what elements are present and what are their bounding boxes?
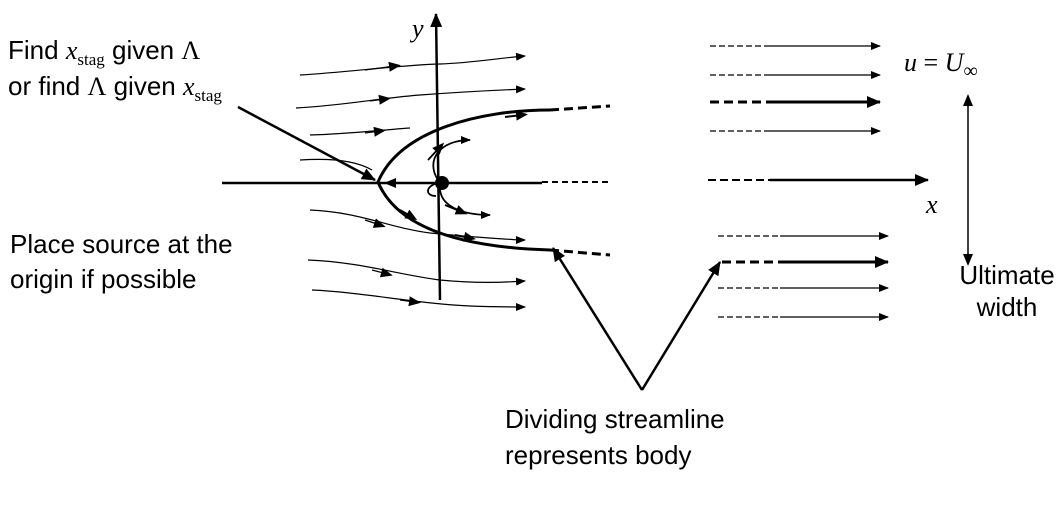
- streamline-upper-3: [309, 127, 411, 136]
- find-text: Find: [8, 35, 59, 65]
- source-point: [435, 176, 449, 190]
- dividing-streamline-upper-dash: [549, 104, 611, 112]
- streamline-upper-4: [299, 158, 373, 171]
- lambda-symbol: Λ: [181, 36, 201, 65]
- stagnation-pointer: [237, 105, 376, 182]
- dividing-streamline-line1: Dividing streamline: [505, 404, 725, 434]
- dividing-lower-arrow-2: [454, 231, 476, 242]
- given-text: given: [111, 35, 175, 65]
- infinity-subscript: ∞: [963, 60, 978, 82]
- stag-subscript-2: stag: [194, 86, 222, 105]
- freestream-equation: u = U∞: [904, 48, 978, 83]
- dividing-streamline-lower-dash: [549, 248, 611, 257]
- streamline-upper-2: [295, 85, 526, 109]
- ultimate-width-line1: Ultimate: [959, 260, 1055, 290]
- lambda-symbol-2: Λ: [87, 72, 107, 101]
- streamline-lower-2: [307, 259, 526, 286]
- dividing-lower-arrow: [399, 209, 418, 221]
- equals-sign: =: [923, 48, 939, 77]
- place-source-line1: Place source at the: [10, 229, 233, 259]
- dividing-streamline: [376, 108, 551, 252]
- x-symbol: x: [65, 36, 78, 65]
- dividing-upper-arrow: [504, 110, 528, 121]
- inner-streamline-upper-arrow: [427, 142, 445, 161]
- streamline-lower-1: [309, 209, 526, 244]
- or-find-text: or find: [8, 71, 81, 101]
- U-symbol: U: [944, 48, 964, 77]
- streamline-lower-1-arrow: [364, 218, 386, 228]
- inner-streamline-lower: [439, 187, 491, 219]
- y-axis: [430, 13, 443, 301]
- dividing-streamline-line2: represents body: [505, 440, 692, 470]
- given-text-2: given: [113, 71, 176, 101]
- streamline-lower-3: [311, 289, 526, 311]
- streamline-upper-2-arrow: [369, 94, 391, 105]
- find-lambda-label-line2: or find Λ given xstag: [8, 69, 222, 113]
- streamline-lower-3-arrow: [399, 296, 421, 307]
- dividing-pointer-right: [640, 261, 722, 391]
- place-source-line2: origin if possible: [10, 264, 197, 294]
- u-symbol: u: [904, 48, 917, 77]
- dividing-pointer-left: [551, 247, 644, 391]
- streamline-upper-1: [299, 52, 526, 76]
- inner-streamline-lower-arrow: [444, 204, 468, 215]
- streamline-lower-2-arrow: [371, 267, 393, 278]
- x-axis-label: x: [926, 190, 938, 219]
- x-symbol-2: x: [182, 72, 195, 101]
- y-axis-label: y: [412, 14, 424, 43]
- streamline-upper-1-arrow: [364, 61, 401, 72]
- streamline-upper-3-arrow: [364, 126, 386, 137]
- find-xstag-label-line1: Find xstag given Λ: [8, 33, 200, 77]
- stag-subscript: stag: [77, 50, 105, 69]
- ultimate-width-line2: width: [976, 292, 1038, 322]
